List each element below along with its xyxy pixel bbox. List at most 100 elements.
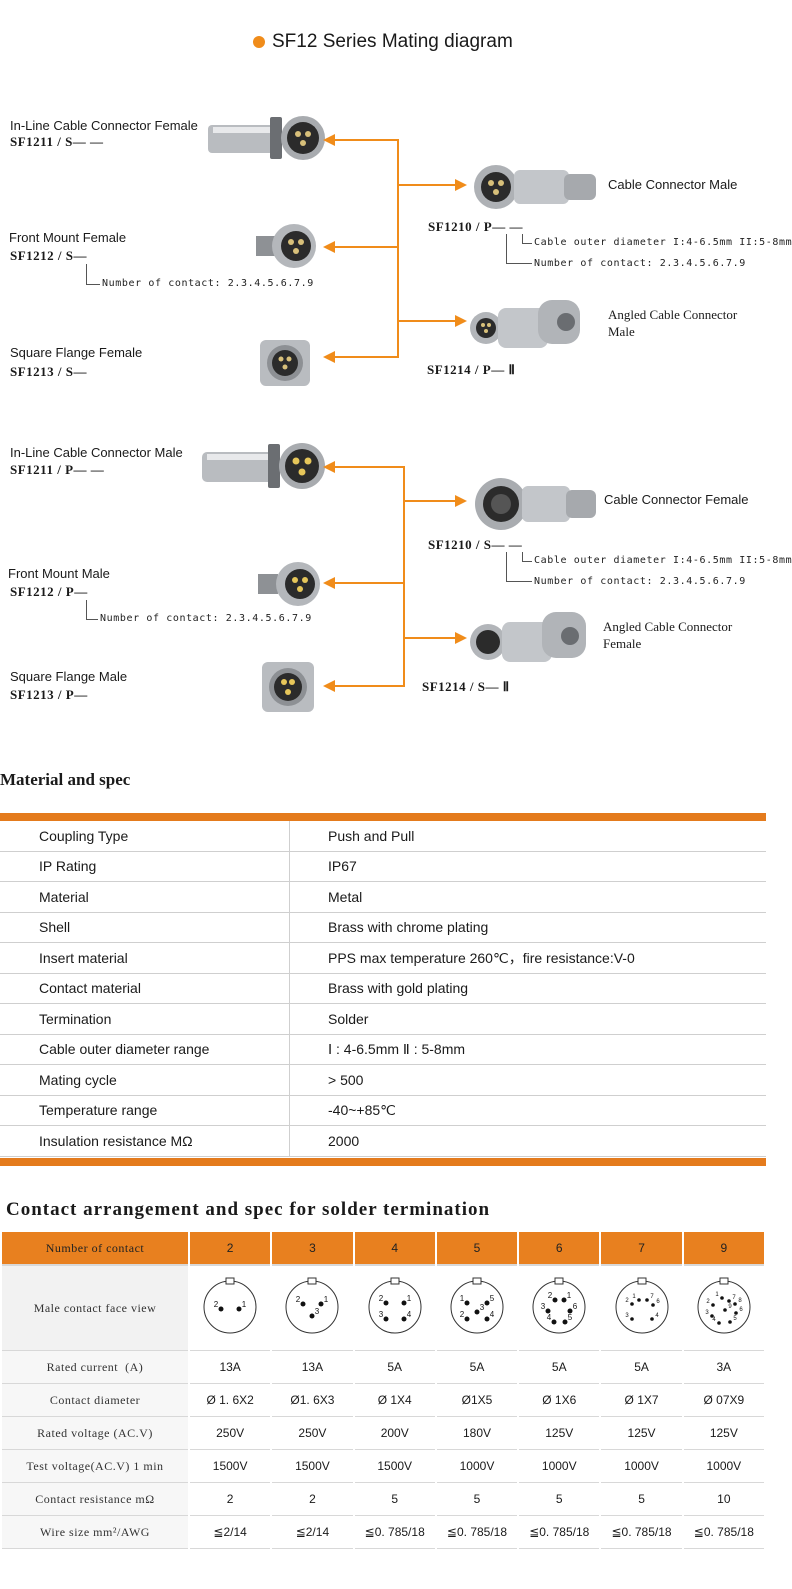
spec-value: Brass with gold plating <box>289 973 766 1004</box>
page-title: SF12 Series Mating diagram <box>272 31 513 52</box>
contact-pin <box>551 1319 557 1324</box>
contact-row-value: 5A <box>601 1350 682 1383</box>
contact-row-value: ≦0. 785/18 <box>519 1515 600 1549</box>
contact-pin-number: 3 <box>378 1310 383 1319</box>
spec-row: Temperature range-40~+85℃ <box>0 1095 766 1126</box>
contact-pin-number: 5 <box>568 1313 573 1322</box>
spec-key: Temperature range <box>0 1095 290 1126</box>
contact-pin <box>562 1319 568 1324</box>
header-label: Number of contact <box>2 1232 188 1264</box>
spec-key: Insert material <box>0 942 290 974</box>
contact-pin <box>236 1306 242 1311</box>
contact-pin <box>545 1308 551 1313</box>
contact-pin-number: 4 <box>406 1310 411 1319</box>
contact-pin-number: 3 <box>705 1310 709 1316</box>
contact-row-value: 2 <box>190 1482 271 1515</box>
contact-pin-number: 2 <box>214 1300 219 1309</box>
angled-male-code: SF1214 / P— Ⅱ <box>427 362 516 377</box>
arrow-left-icon <box>323 134 335 146</box>
contact-pin <box>734 1310 738 1315</box>
contact-pin <box>383 1316 389 1321</box>
contact-row-label: Wire size mm²/AWG <box>2 1515 188 1549</box>
spec-key: Insulation resistance MΩ <box>0 1125 290 1157</box>
contact-pin <box>383 1300 389 1305</box>
front-mount-male-note: Number of contact: 2.3.4.5.6.7.9 <box>100 613 312 624</box>
contact-row-value: ≦0. 785/18 <box>601 1515 682 1549</box>
contact-pin-number: 3 <box>315 1307 320 1316</box>
contact-pin-number: 2 <box>460 1310 465 1319</box>
contact-pin <box>218 1306 224 1311</box>
contact-pin-number: 3 <box>625 1313 629 1319</box>
contact-pin <box>561 1297 567 1302</box>
angled-female-label-line1: Angled Cable Connector <box>603 619 733 634</box>
cable-female-code: SF1210 / S— — <box>428 537 523 552</box>
spec-key: Termination <box>0 1003 290 1035</box>
contact-row-label: Contact diameter <box>2 1383 188 1416</box>
contact-row-value: 1500V <box>272 1449 353 1482</box>
arrow-left-icon <box>323 577 335 589</box>
contact-row-value: ≦0. 785/18 <box>436 1515 518 1549</box>
contact-pin-number: 8 <box>738 1298 742 1304</box>
contact-row-value: ≦0. 785/18 <box>683 1515 764 1549</box>
contact-row-value: 5 <box>436 1482 518 1515</box>
contact-pin-number: 2 <box>378 1294 383 1303</box>
contact-row-value: 1000V <box>683 1449 764 1482</box>
contact-row-value: 1000V <box>436 1449 518 1482</box>
contact-pin <box>401 1316 407 1321</box>
contact-pin <box>484 1300 490 1305</box>
contact-pin-number: 3 <box>541 1302 546 1311</box>
contact-row-label: Test voltage(AC.V) 1 min <box>2 1449 188 1482</box>
contact-pin <box>728 1319 732 1324</box>
inline-female-label: In-Line Cable Connector Female <box>10 118 198 133</box>
contact-count-header: 5 <box>436 1232 518 1264</box>
contact-pin <box>629 1301 634 1306</box>
front-mount-female-connector-image <box>256 224 316 268</box>
arrow-left-icon <box>323 351 335 363</box>
contact-row-value: 180V <box>436 1416 518 1449</box>
contact-pin-number: 1 <box>567 1291 572 1300</box>
contact-pin-number: 4 <box>655 1313 659 1319</box>
contact-pin-number: 7 <box>650 1294 654 1300</box>
title-bullet-icon <box>253 36 265 48</box>
contact-row-value: 125V <box>683 1416 764 1449</box>
contact-count-header: 2 <box>190 1232 271 1264</box>
contact-row-value: Ø1. 6X3 <box>272 1383 353 1416</box>
spec-value: IP67 <box>289 851 766 882</box>
spec-value: 2000 <box>289 1125 766 1157</box>
spec-key: Contact material <box>0 973 290 1004</box>
contact-row-value: 1000V <box>519 1449 600 1482</box>
spec-key: Shell <box>0 912 290 943</box>
spec-value: Solder <box>289 1003 766 1035</box>
contact-pin-number: 5 <box>490 1294 495 1303</box>
contact-row-value: Ø 1X6 <box>519 1383 600 1416</box>
angled-female-label-line2: Female <box>603 636 642 651</box>
contact-pin <box>300 1301 306 1306</box>
square-flange-male-label: Square Flange Male <box>10 669 128 684</box>
contact-pin <box>474 1309 480 1314</box>
contact-pin <box>401 1300 407 1305</box>
contact-pin-number: 2 <box>706 1299 710 1305</box>
spec-row: Mating cycle> 500 <box>0 1064 766 1096</box>
angled-male-label-line2: Male <box>608 324 635 339</box>
contact-row-value: ≦0. 785/18 <box>354 1515 435 1549</box>
contact-row-value: Ø 1. 6X2 <box>190 1383 271 1416</box>
contact-row-value: 125V <box>601 1416 682 1449</box>
spec-value: -40~+85℃ <box>289 1095 766 1126</box>
contact-row-value: 250V <box>190 1416 271 1449</box>
contact-count-header: 6 <box>519 1232 600 1264</box>
cable-male-connector-image <box>474 165 596 209</box>
contact-pin-number: 1 <box>632 1294 636 1300</box>
